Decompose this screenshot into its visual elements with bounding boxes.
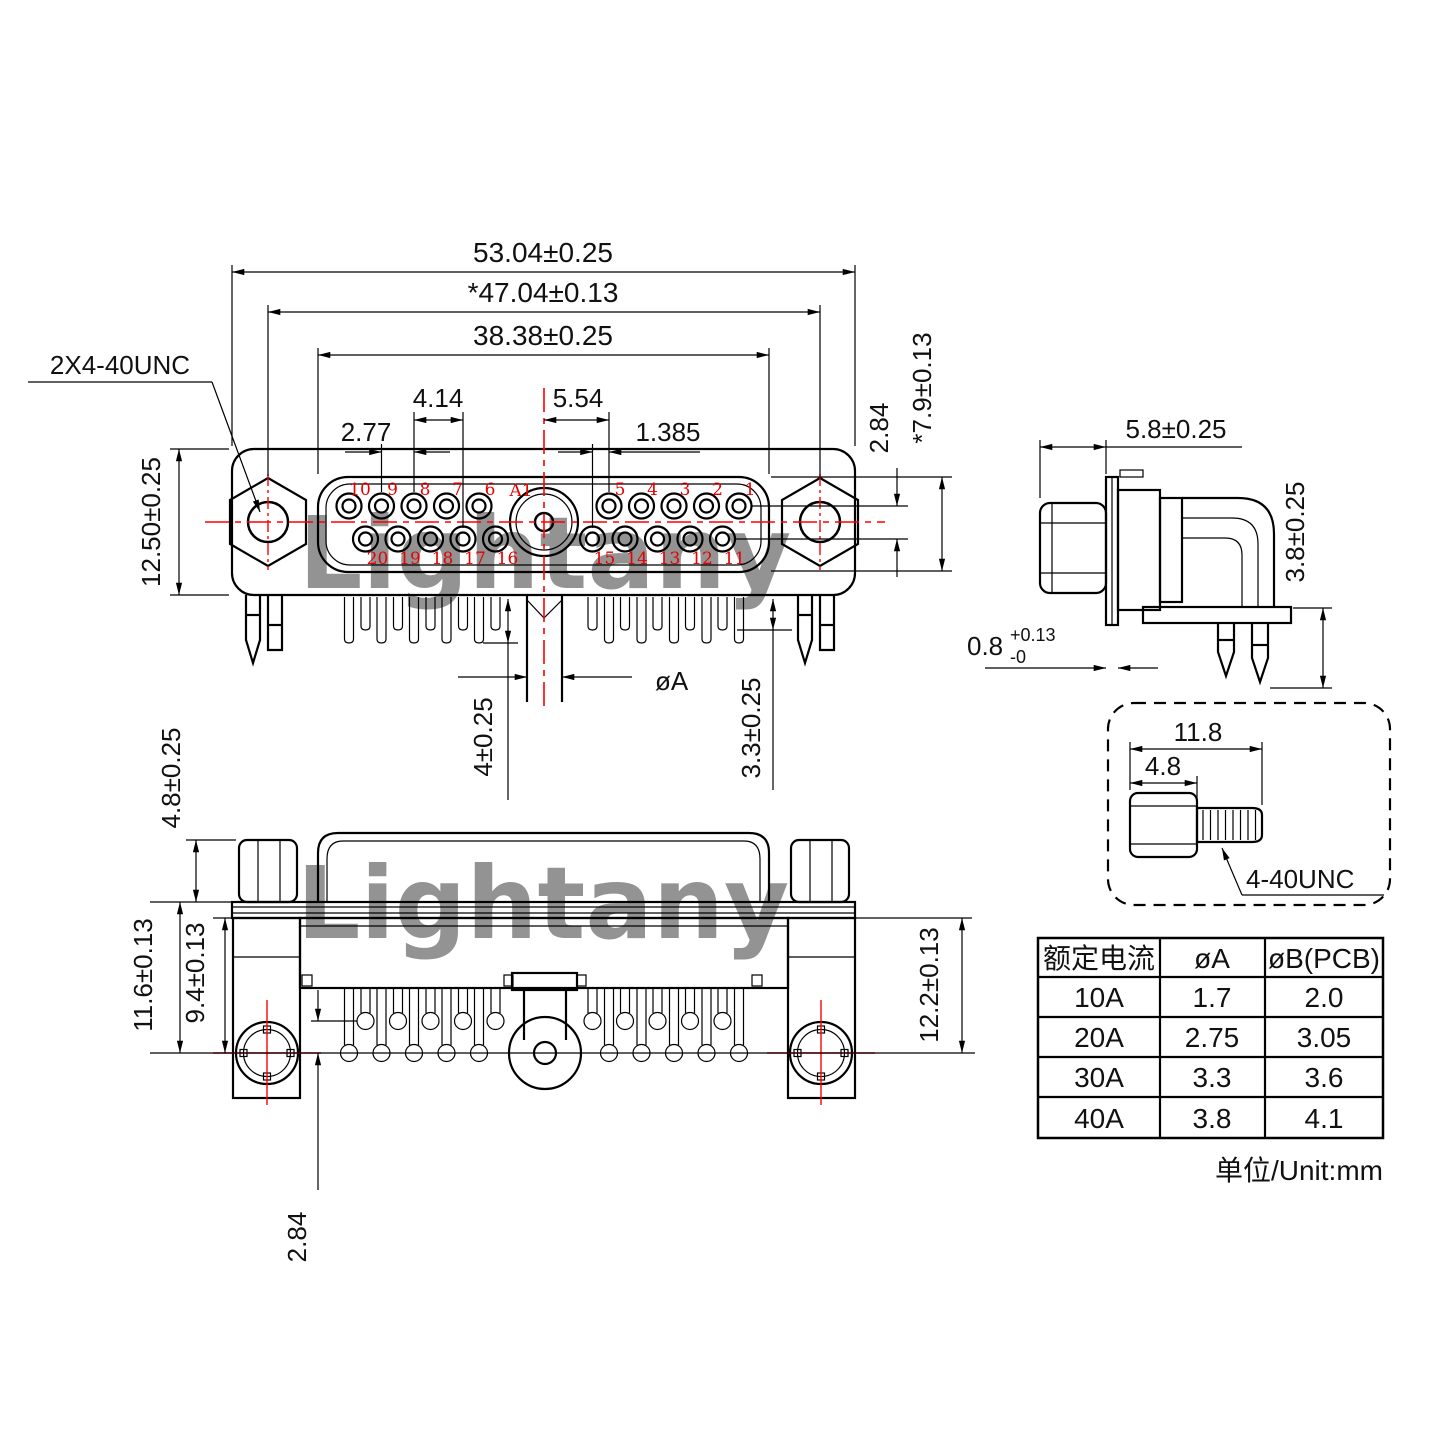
dim-pin-pitch: 2.77 <box>341 417 392 447</box>
dim-right-offset: 12.2±0.13 <box>914 927 944 1042</box>
pin-number: 18 <box>432 549 454 569</box>
pin-sockets <box>335 492 753 553</box>
pin-number: 10 <box>349 480 371 500</box>
table-row: 20A 2.75 3.05 <box>1074 1022 1351 1053</box>
side-view: 5.8±0.25 3.8±0.25 0.8 +0.13 -0 <box>967 414 1332 689</box>
spec-table: 额定电流 øA øB(PCB) 10A 1.7 2.0 20A 2.75 3.0… <box>1036 936 1385 1186</box>
watermark-text-bottom: Lightany <box>297 845 789 962</box>
watermark-text-top: Lightany <box>299 495 791 612</box>
dim-screw-height: 4.8±0.25 <box>156 727 186 828</box>
cell-dia-a-30a: 3.3 <box>1193 1062 1232 1093</box>
table-border <box>1036 936 1385 1140</box>
cell-current-10a: 10A <box>1074 982 1124 1013</box>
dim-row-pitch: 2.84 <box>864 403 894 454</box>
pin-number: 2 <box>712 480 723 500</box>
pin-number: 12 <box>691 549 713 569</box>
dim-a1-to-pin5: 5.54 <box>553 383 604 413</box>
pin-number: 17 <box>464 549 486 569</box>
dim-insert-height: *7.9±0.13 <box>907 332 937 443</box>
pin-number: 15 <box>594 549 616 569</box>
pin-number: 8 <box>420 480 431 500</box>
pin-number: 14 <box>626 549 648 569</box>
screw-shaft <box>1195 806 1264 844</box>
shell-top-outline <box>316 831 771 902</box>
table-header-dia-a: øA <box>1194 943 1230 974</box>
front-dim-lines <box>28 265 952 800</box>
dim-a1-offset: 4.14 <box>413 383 464 413</box>
cell-dia-b-30a: 3.6 <box>1305 1062 1344 1093</box>
cell-dia-b-10a: 2.0 <box>1305 982 1344 1013</box>
left-standoff <box>237 838 299 904</box>
screw-thread-spec: 4-40UNC <box>1246 864 1354 894</box>
bottom-view: 4.8±0.25 11.6±0.13 9.4±0.13 2.84 12.2±0.… <box>128 727 975 1262</box>
screw-thread <box>1202 810 1257 840</box>
pin-label-a1: A1 <box>508 481 532 501</box>
dim-mount-span: *47.04±0.13 <box>468 277 619 308</box>
pin-number: 3 <box>680 480 691 500</box>
pin-number: 19 <box>399 549 421 569</box>
dim-screw-total-len: 11.8 <box>1174 717 1223 747</box>
bent-pin-outer <box>1182 496 1276 607</box>
pin-number: 1 <box>745 480 756 500</box>
side-dim-lines <box>985 440 1332 689</box>
dim-row-offset: 1.385 <box>635 417 700 447</box>
cell-current-20a: 20A <box>1074 1022 1124 1053</box>
centerlines <box>205 388 885 712</box>
pin-number: 11 <box>724 549 746 569</box>
right-board-lock <box>796 595 836 667</box>
cell-dia-a-10a: 1.7 <box>1193 982 1232 1013</box>
cell-dia-b-20a: 3.05 <box>1297 1022 1352 1053</box>
dim-post-dia: øA <box>655 666 689 696</box>
pin-number: 5 <box>615 480 626 500</box>
table-row: 40A 3.8 4.1 <box>1074 1103 1343 1134</box>
watermark-group: Lightany Lightany <box>297 495 791 962</box>
pin-number: 7 <box>452 480 463 500</box>
dim-flange-height: 12.50±0.25 <box>136 457 166 587</box>
cell-current-40a: 40A <box>1074 1103 1124 1134</box>
dim-plate-minus: -0 <box>1010 647 1026 667</box>
table-header-dia-b: øB(PCB) <box>1268 943 1380 974</box>
pin-number: 20 <box>367 549 389 569</box>
pin-number: 13 <box>659 549 681 569</box>
cell-dia-b-40a: 4.1 <box>1305 1103 1344 1134</box>
table-row: 30A 3.3 3.6 <box>1074 1062 1343 1093</box>
unit-note: 单位/Unit:mm <box>1215 1155 1383 1186</box>
coax-shoulder <box>510 971 579 992</box>
dim-pin-len-short: 3.3±0.25 <box>736 677 766 778</box>
dim-tip-offset: 2.84 <box>282 1212 312 1263</box>
thumbscrew-detail: 11.8 4.8 4-40UNC <box>1106 701 1392 907</box>
left-board-lock <box>244 595 284 667</box>
cell-current-30a: 30A <box>1074 1062 1124 1093</box>
detail-box <box>1106 701 1392 907</box>
thread-note: 2X4-40UNC <box>50 350 190 380</box>
right-standoff <box>789 838 851 904</box>
solder-pin-tails <box>343 597 745 644</box>
detail-dim-lines <box>1129 742 1384 896</box>
table-row: 10A 1.7 2.0 <box>1074 982 1343 1013</box>
dim-standoff: 3.8±0.25 <box>1280 481 1310 582</box>
bottom-dim-lines <box>150 839 975 1190</box>
side-board-lock <box>1216 623 1270 686</box>
cell-dia-a-40a: 3.8 <box>1193 1103 1232 1134</box>
table-header-current: 额定电流 <box>1043 943 1155 974</box>
dim-hole-offset-a: 11.6±0.13 <box>128 918 158 1032</box>
dim-front-depth: 5.8±0.25 <box>1125 414 1226 444</box>
pin-number: 6 <box>485 480 496 500</box>
cell-dia-a-20a: 2.75 <box>1185 1022 1240 1053</box>
pin-number: 9 <box>387 480 398 500</box>
dim-plate-plus: +0.13 <box>1010 625 1056 645</box>
pin-number: 16 <box>497 549 519 569</box>
dim-hole-offset-b: 9.4±0.13 <box>180 922 210 1023</box>
dim-pin-len-long: 4±0.25 <box>468 697 498 776</box>
dim-plate-thickness: 0.8 <box>967 631 1003 661</box>
pin-number: 4 <box>647 480 658 500</box>
dim-screw-head-len: 4.8 <box>1145 751 1181 781</box>
dim-insert-width: 38.38±0.25 <box>473 320 613 351</box>
dim-overall-width: 53.04±0.25 <box>473 237 613 268</box>
